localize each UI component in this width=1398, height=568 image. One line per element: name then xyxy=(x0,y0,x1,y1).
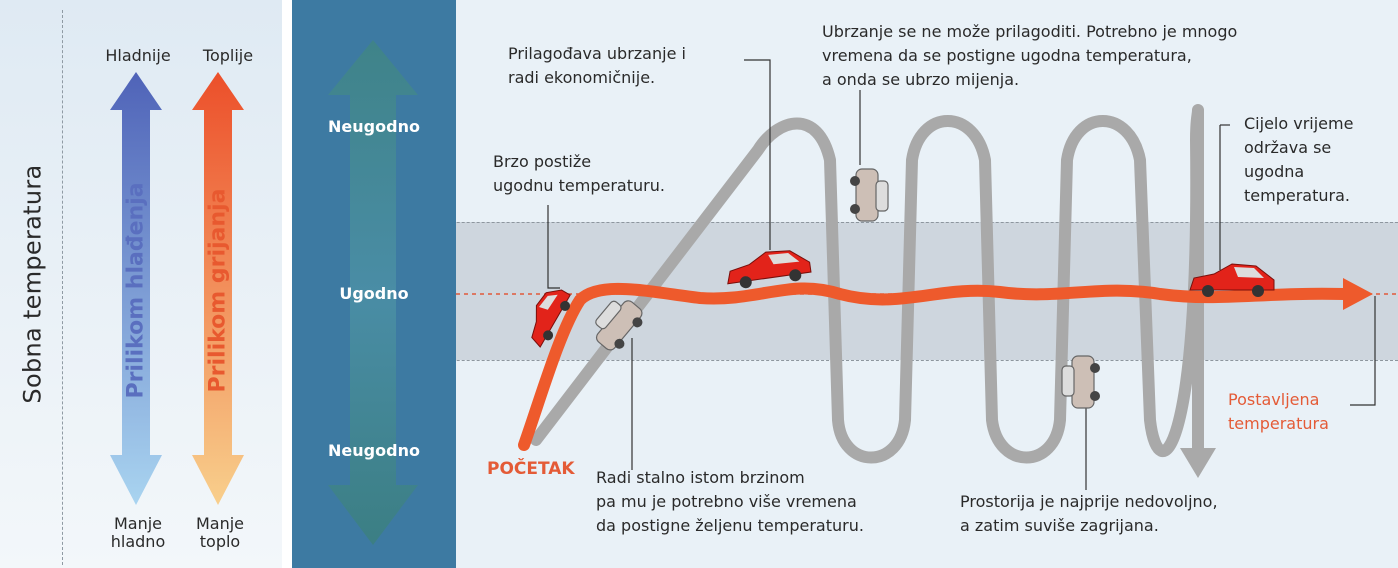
leader-adjusts xyxy=(744,59,771,250)
note-fast-line1: Brzo postiže xyxy=(493,152,592,171)
red-car-plateau xyxy=(727,250,812,289)
constant-speed-curve xyxy=(530,104,1204,464)
cooling-arrow-label: Prilikom hlađenja xyxy=(112,170,160,410)
note-keeps-line2: održava se xyxy=(1244,138,1332,157)
note-adjusts-line1: Prilagođava ubrzanje i xyxy=(508,44,686,63)
note-keeps-line1: Cijelo vrijeme xyxy=(1244,114,1354,133)
less-warm-line1: Manje xyxy=(195,514,245,533)
comfort-band-bottom-line xyxy=(292,360,1398,361)
zone-label-middle: Ugodno xyxy=(339,284,409,303)
note-cannot-adjust-line2: vremena da se postigne ugodna temperatur… xyxy=(822,46,1192,65)
note-room: Prostorija je najprije nedovoljno, a zat… xyxy=(960,490,1218,538)
note-keeps-line4: temperatura. xyxy=(1244,186,1350,205)
less-warm-line2: toplo xyxy=(199,532,241,551)
zone-label-bottom: Neugodno xyxy=(328,441,420,460)
note-set-temperature-line2: temperatura xyxy=(1228,414,1329,433)
inverter-curve xyxy=(518,282,1351,451)
red-arrowhead xyxy=(1343,278,1373,310)
note-fast-line2: ugodnu temperaturu. xyxy=(493,176,665,195)
note-constant-speed: Radi stalno istom brzinom pa mu je potre… xyxy=(596,466,864,538)
note-room-line2: a zatim suviše zagrijana. xyxy=(960,516,1159,535)
note-keeps: Cijelo vrijeme održava se ugodna tempera… xyxy=(1244,112,1353,208)
note-set-temperature-line1: Postavljena xyxy=(1228,390,1320,409)
leader-fast xyxy=(547,205,560,289)
less-warm-label: Manje toplo xyxy=(180,515,260,551)
cooling-double-arrow xyxy=(110,72,162,505)
gray-car-top xyxy=(850,168,889,222)
heating-double-arrow xyxy=(192,72,244,505)
red-car-steady xyxy=(1189,263,1275,297)
comfort-double-arrow xyxy=(328,40,418,545)
note-constant-speed-line1: Radi stalno istom brzinom xyxy=(596,468,805,487)
comfort-band-top-line xyxy=(292,222,1398,223)
less-cold-line2: hladno xyxy=(110,532,166,551)
gray-arrowhead xyxy=(1180,448,1216,478)
left-divider xyxy=(62,10,63,565)
note-keeps-line3: ugodna xyxy=(1244,162,1305,181)
note-constant-speed-line3: da postigne željenu temperaturu. xyxy=(596,516,864,535)
heating-arrow-label: Prilikom grijanja xyxy=(194,170,242,410)
gray-car-incline xyxy=(595,300,643,351)
note-set-temperature: Postavljena temperatura xyxy=(1228,388,1329,436)
cooling-arrow-label-text: Prilikom hlađenja xyxy=(123,181,149,399)
note-fast: Brzo postiže ugodnu temperaturu. xyxy=(493,150,665,198)
note-cannot-adjust-line1: Ubrzanje se ne može prilagoditi. Potrebn… xyxy=(822,22,1238,41)
gray-car-bottom xyxy=(1061,355,1100,409)
cooler-label: Hladnije xyxy=(105,46,171,65)
note-room-line1: Prostorija je najprije nedovoljno, xyxy=(960,492,1218,511)
less-cold-label: Manje hladno xyxy=(98,515,178,551)
note-adjusts: Prilagođava ubrzanje i radi ekonomičnije… xyxy=(508,42,686,90)
note-cannot-adjust-line3: a onda se ubrzo mijenja. xyxy=(822,70,1020,89)
leader-set-temp xyxy=(1350,296,1376,406)
heating-arrow-label-text: Prilikom grijanja xyxy=(205,188,231,392)
note-cannot-adjust: Ubrzanje se ne može prilagoditi. Potrebn… xyxy=(822,20,1237,92)
warmer-label: Toplije xyxy=(202,46,254,65)
less-cold-line1: Manje xyxy=(113,514,163,533)
start-label: POČETAK xyxy=(487,459,575,479)
note-constant-speed-line2: pa mu je potrebno više vremena xyxy=(596,492,857,511)
zone-label-top: Neugodno xyxy=(328,117,420,136)
note-adjusts-line2: radi ekonomičnije. xyxy=(508,68,656,87)
red-car-fast xyxy=(531,289,571,348)
